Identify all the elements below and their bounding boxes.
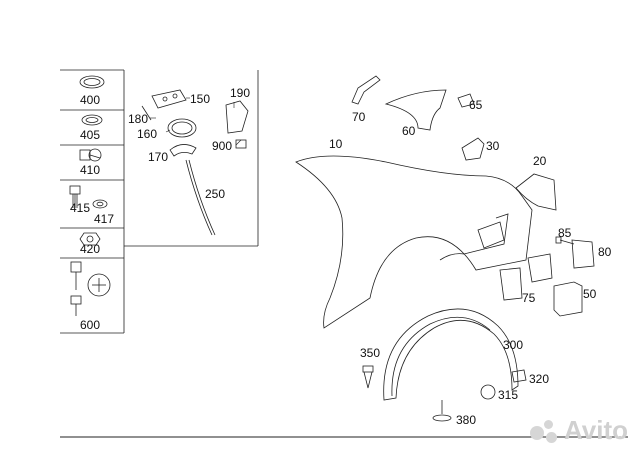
- part-label-170: 170: [148, 150, 169, 164]
- avito-logo-icon: [529, 418, 560, 444]
- bolt-85-icon: [555, 236, 575, 245]
- screws-600-icon: [70, 261, 111, 316]
- small-parts-table: [60, 69, 259, 334]
- bolt-410-icon: [79, 148, 102, 162]
- bolt-415-icon: [69, 185, 81, 208]
- trim-strip-70-icon: [351, 75, 381, 105]
- part-label-30: 30: [486, 139, 500, 153]
- module-50-icon: [553, 281, 583, 317]
- part-label-405: 405: [80, 128, 101, 142]
- part-label-600: 600: [80, 318, 101, 332]
- wheel-arch-liner-300-icon: [383, 308, 519, 401]
- part-label-315: 315: [498, 388, 519, 402]
- part-label-85: 85: [558, 226, 572, 240]
- part-label-150: 150: [190, 92, 211, 106]
- fuel-filler-parts-icon: [141, 89, 249, 236]
- part-label-420: 420: [80, 242, 101, 256]
- bracket-65-icon: [457, 93, 475, 108]
- watermark-text: Avito: [563, 415, 628, 445]
- bracket-20-icon: [515, 173, 557, 211]
- rivet-380-icon: [432, 400, 452, 422]
- ring-400-icon: [79, 75, 105, 89]
- part-label-300: 300: [503, 338, 524, 352]
- washer-417-icon: [92, 199, 108, 209]
- ring-405-icon: [81, 114, 103, 126]
- part-label-380: 380: [456, 413, 477, 427]
- part-label-20: 20: [533, 154, 547, 168]
- part-label-250: 250: [205, 187, 226, 201]
- rear-quarter-panel-10-icon: [295, 155, 533, 329]
- part-label-75: 75: [522, 291, 536, 305]
- part-label-415: 415: [70, 201, 91, 215]
- bracket-75-icon: [499, 253, 553, 301]
- panel-80-icon: [571, 239, 595, 269]
- part-label-900: 900: [212, 139, 233, 153]
- clip-320-icon: [511, 369, 527, 383]
- part-label-80: 80: [598, 245, 612, 259]
- part-label-350: 350: [360, 346, 381, 360]
- clip-315-icon: [480, 384, 496, 400]
- bracket-30-icon: [461, 137, 485, 161]
- part-label-180: 180: [128, 112, 149, 126]
- panel-60-icon: [384, 89, 447, 131]
- part-label-10: 10: [329, 137, 343, 151]
- avito-watermark: Avito: [529, 415, 628, 446]
- clip-350-icon: [362, 365, 374, 389]
- nut-420-icon: [79, 232, 101, 246]
- part-label-50: 50: [583, 287, 597, 301]
- part-label-410: 410: [80, 163, 101, 177]
- part-label-190: 190: [230, 86, 251, 100]
- part-label-417: 417: [94, 212, 115, 226]
- part-label-70: 70: [352, 110, 366, 124]
- part-label-65: 65: [469, 98, 483, 112]
- part-label-60: 60: [402, 124, 416, 138]
- part-label-400: 400: [80, 93, 101, 107]
- part-label-320: 320: [529, 372, 550, 386]
- part-label-160: 160: [137, 127, 158, 141]
